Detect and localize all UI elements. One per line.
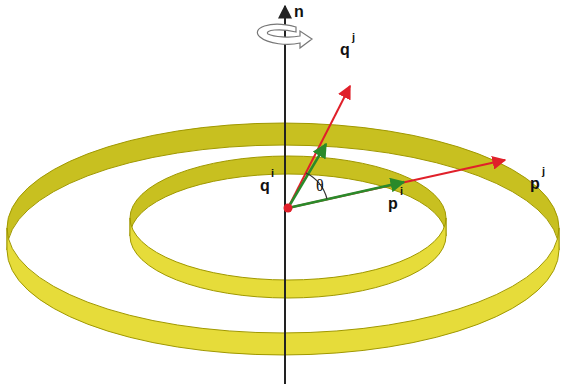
superscript-index: j [542,166,545,177]
inner-ribbon-back [130,156,446,236]
superscript-index: j [352,32,355,43]
rotation-arrow [257,24,312,48]
vector-label: p [388,196,398,212]
superscript-index: i [271,168,274,179]
vector-q-j [288,86,350,208]
superscript-index: i [400,186,403,197]
angle-label: θ [316,178,324,194]
origin-point [284,204,293,213]
outer-ribbon-back [7,123,559,250]
vector-label: q [340,42,350,58]
unit-vector-q [288,144,326,208]
outer-ribbon-front [7,228,559,355]
angle-arc [306,173,327,199]
vector-label: q [260,178,270,194]
inner-ribbon-front [130,218,446,298]
unit-vector-p [288,182,404,208]
axis-label: n [294,4,304,20]
rotation-axis [284,6,286,384]
vector-label: p [530,176,540,192]
